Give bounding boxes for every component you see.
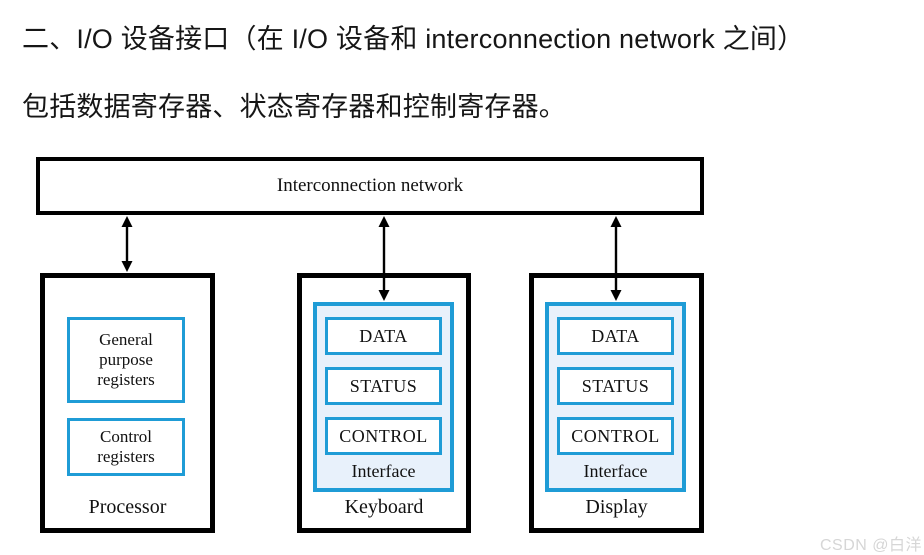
keyboard-interface-label: Interface: [351, 461, 416, 481]
display-label: Display: [585, 496, 648, 518]
processor-label: Processor: [88, 496, 167, 518]
keyboard-control-register-box: CONTROL: [325, 417, 442, 455]
csdn-watermark: CSDN @白洋: [820, 537, 923, 554]
display-status-register-box: STATUS: [557, 367, 674, 405]
interconnection-network-box: Interconnection network: [36, 157, 704, 215]
slide-title-line1: 二、I/O 设备接口（在 I/O 设备和 interconnection net…: [22, 24, 805, 54]
display-interface-label: Interface: [583, 461, 648, 481]
keyboard-data-register-box: DATA: [325, 317, 442, 355]
slide-title-line2: 包括数据寄存器、状态寄存器和控制寄存器。: [22, 92, 566, 122]
display-box: DATA STATUS CONTROL Interface Display: [529, 273, 704, 533]
keyboard-label: Keyboard: [344, 496, 424, 518]
keyboard-interface-box: DATA STATUS CONTROL Interface: [313, 302, 454, 492]
bidirectional-arrow-processor: [121, 216, 133, 272]
keyboard-box: DATA STATUS CONTROL Interface Keyboard: [297, 273, 471, 533]
control-registers-box: Control registers: [67, 418, 185, 476]
interconnection-network-label: Interconnection network: [276, 175, 464, 196]
general-purpose-registers-box: General purpose registers: [67, 317, 185, 403]
display-control-register-box: CONTROL: [557, 417, 674, 455]
display-data-register-box: DATA: [557, 317, 674, 355]
display-interface-box: DATA STATUS CONTROL Interface: [545, 302, 686, 492]
processor-box: General purpose registers Control regist…: [40, 273, 215, 533]
keyboard-status-register-box: STATUS: [325, 367, 442, 405]
